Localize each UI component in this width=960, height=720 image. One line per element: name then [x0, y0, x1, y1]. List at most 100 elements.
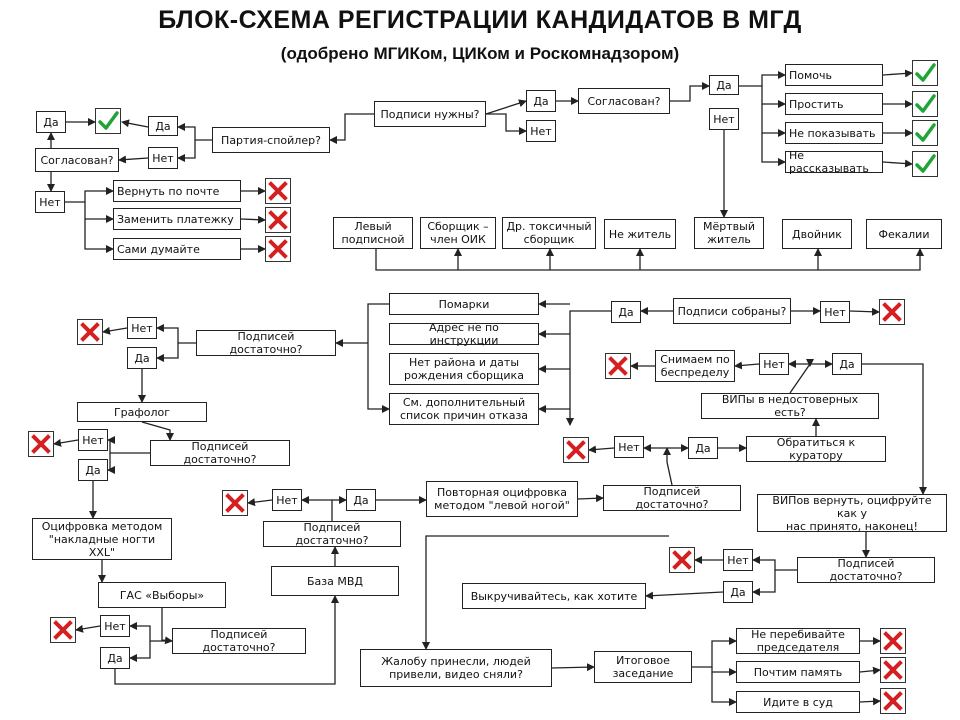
cross-icon	[265, 236, 291, 262]
node-nuzhny-da: Да	[526, 90, 556, 112]
connector-arrow	[161, 608, 173, 645]
check-icon	[95, 108, 121, 134]
node-dost6-net: Нет	[723, 549, 753, 571]
connector-arrow	[761, 86, 786, 108]
node-ocifrovka-xxl: Оцифровка методом "накладные ногти XXL"	[32, 518, 172, 560]
node-sobrany-net: Нет	[820, 301, 850, 323]
node-ne-perebivaite: Не перебивайте председателя	[736, 628, 860, 654]
connector-arrow	[859, 666, 881, 675]
cross-icon	[605, 353, 631, 379]
node-vipy-net: Нет	[759, 353, 789, 375]
node-prostit: Простить	[785, 93, 883, 115]
connector-arrow	[177, 140, 196, 162]
connector-arrow	[862, 363, 927, 495]
cross-icon	[265, 207, 291, 233]
connector-arrow	[859, 697, 881, 706]
connector-arrow	[84, 219, 114, 253]
connector-arrow	[588, 445, 615, 454]
connector-arrow	[65, 187, 114, 203]
node-dost4-da: Да	[346, 489, 376, 511]
node-dost4: Подписей достаточно?	[263, 521, 401, 547]
node-dost2: Подписей достаточно?	[150, 440, 290, 466]
node-dost1: Подписей достаточно?	[196, 330, 336, 356]
connector-arrow	[121, 119, 149, 128]
node-baza-mvd: База МВД	[271, 566, 399, 596]
node-dost4-net: Нет	[272, 489, 302, 511]
connector-arrow	[882, 159, 913, 168]
cross-icon	[563, 437, 589, 463]
node-r-sborshik: Сборщик – член ОИК	[420, 217, 496, 249]
node-vipov-vernut: ВИПов вернуть, оцифруйте как у нас приня…	[757, 494, 947, 533]
connector-arrow	[247, 498, 273, 507]
node-dost5-da: Да	[688, 437, 718, 459]
node-spoiler-net: Нет	[148, 147, 178, 169]
node-dost1-net: Нет	[127, 317, 157, 339]
node-grafolog: Графолог	[77, 402, 207, 422]
node-left-da: Да	[36, 111, 66, 133]
connector-arrow	[485, 99, 527, 115]
connector-arrow	[734, 361, 760, 370]
node-vipy: ВИПы в недостоверных есть?	[701, 393, 879, 419]
node-vipy-da: Да	[832, 353, 862, 375]
connector-arrow	[692, 637, 737, 668]
connector-arrow	[663, 447, 673, 486]
connector-arrow	[75, 624, 101, 633]
node-pomoch: Помочь	[785, 64, 883, 86]
node-r-dr: Др. токсичный сборщик	[502, 217, 596, 249]
connector-arrow	[107, 453, 115, 474]
diagram-subtitle: (одобрено МГИКом, ЦИКом и Роскомнадзором…	[280, 44, 680, 63]
node-dost3: Подписей достаточно?	[172, 628, 306, 654]
node-pomarki: Помарки	[389, 293, 539, 315]
node-r-ne-zhitel: Не житель	[604, 219, 676, 249]
node-spoiler-da: Да	[148, 116, 178, 136]
cross-icon	[77, 319, 103, 345]
node-dost2-net: Нет	[78, 429, 108, 451]
connector-arrow	[375, 248, 924, 271]
node-r-levyi: Левый подписной	[333, 217, 413, 249]
node-nuzhny-net: Нет	[526, 120, 556, 142]
node-idite-v-sud: Идите в суд	[736, 691, 860, 713]
cross-icon	[880, 657, 906, 683]
connector-arrow	[882, 69, 913, 78]
connector-arrow	[329, 113, 374, 144]
connector-arrow	[761, 133, 786, 166]
node-sm-dop: См. дополнительный список причин отказа	[389, 393, 539, 425]
node-povtornaya: Повторная оцифровка методом "левой ногой…	[426, 481, 578, 517]
node-zamenit-platezhku: Заменить платежку	[113, 208, 241, 230]
connector-arrow	[129, 641, 151, 662]
node-r-mertvyi: Мёртвый житель	[694, 217, 764, 249]
node-vernut-po-pochte: Вернуть по почте	[113, 180, 241, 202]
connector-arrow	[102, 326, 128, 335]
connector-arrow	[849, 307, 880, 316]
connector-arrow	[177, 123, 212, 141]
connector-arrow	[711, 672, 737, 706]
node-itogovoe: Итоговое заседание	[594, 651, 692, 683]
connector-arrow	[752, 556, 797, 571]
check-icon	[912, 151, 938, 177]
cross-icon	[222, 490, 248, 516]
node-dost6: Подписей достаточно?	[797, 557, 935, 583]
cross-icon	[265, 178, 291, 204]
connector-arrow	[240, 215, 266, 224]
connector-arrow	[752, 570, 776, 596]
node-r-fekalii: Фекалии	[866, 219, 942, 249]
connector-arrow	[141, 421, 174, 441]
cross-icon	[50, 617, 76, 643]
connector-arrow	[156, 343, 179, 362]
node-obratitsya: Обратиться к куратору	[746, 436, 886, 462]
connector-arrow	[53, 438, 79, 447]
connector-arrow	[367, 303, 390, 413]
node-dost3-net: Нет	[100, 615, 130, 637]
connector-arrow	[422, 535, 669, 650]
connector-arrow	[301, 496, 333, 521]
check-icon	[912, 91, 938, 117]
connector-arrow	[739, 71, 786, 87]
cross-icon	[879, 299, 905, 325]
node-left-soglasovan: Согласован?	[35, 148, 119, 172]
node-ne-rasskazyvat: Не рассказывать	[785, 149, 883, 175]
connector-arrow	[156, 324, 196, 344]
connector-arrow	[789, 359, 814, 394]
node-dost5-net: Нет	[614, 436, 644, 458]
node-pochtim: Почтим память	[736, 661, 860, 683]
